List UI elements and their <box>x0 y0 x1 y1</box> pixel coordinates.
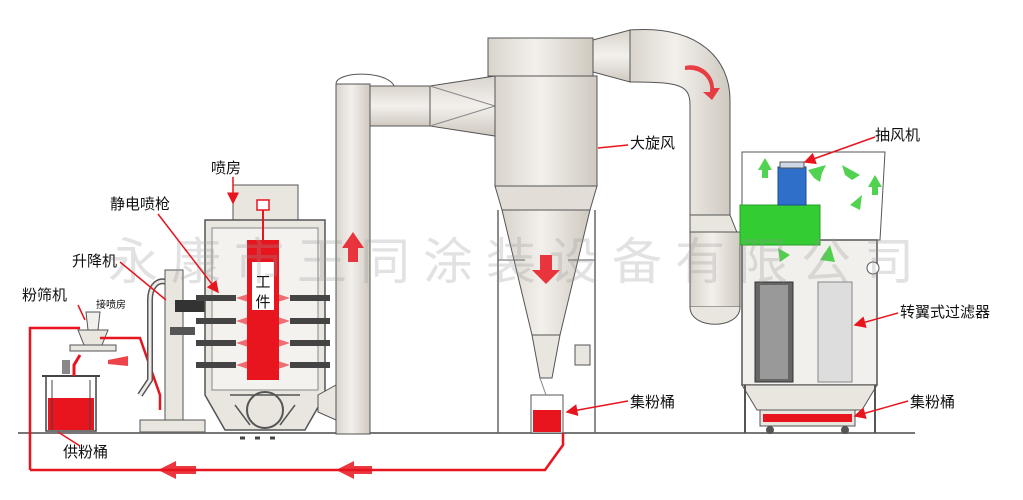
return-arrow-1 <box>158 461 196 479</box>
exhaust-fan <box>739 161 821 246</box>
label-sieve: 粉筛机 <box>22 286 68 304</box>
up-arrow <box>342 232 364 262</box>
label-to-booth: 接喷房 <box>96 300 126 311</box>
label-spray-booth: 喷房 <box>211 159 242 177</box>
swirl-arrow <box>685 65 720 100</box>
label-exhaust-fan: 抽风机 <box>875 126 921 144</box>
big-cyclone <box>30 37 598 472</box>
top-duct <box>592 29 741 325</box>
spray-guns <box>196 294 330 369</box>
label-cyclone: 大旋风 <box>630 134 676 152</box>
down-arrow <box>532 255 560 284</box>
supply-line <box>28 326 80 470</box>
spray-booth <box>204 184 326 440</box>
label-supply-bucket: 供粉桶 <box>63 443 109 461</box>
label-electrostatic-gun: 静电喷枪 <box>110 195 171 213</box>
powder-sieve <box>62 311 128 374</box>
label-workpiece: 工件 <box>255 273 271 311</box>
air-arrows <box>758 158 882 262</box>
return-line <box>30 433 565 472</box>
rotary-filter-cabinet <box>741 151 886 434</box>
label-collector-1: 集粉桶 <box>630 393 676 411</box>
label-lift: 升降机 <box>72 252 118 270</box>
label-rotary-filter: 转翼式过滤器 <box>900 303 991 321</box>
vertical-duct <box>317 73 497 435</box>
lift <box>137 269 206 433</box>
return-arrow-2 <box>336 461 372 479</box>
label-collector-2: 集粉桶 <box>910 393 956 411</box>
supply-bucket <box>42 354 100 432</box>
